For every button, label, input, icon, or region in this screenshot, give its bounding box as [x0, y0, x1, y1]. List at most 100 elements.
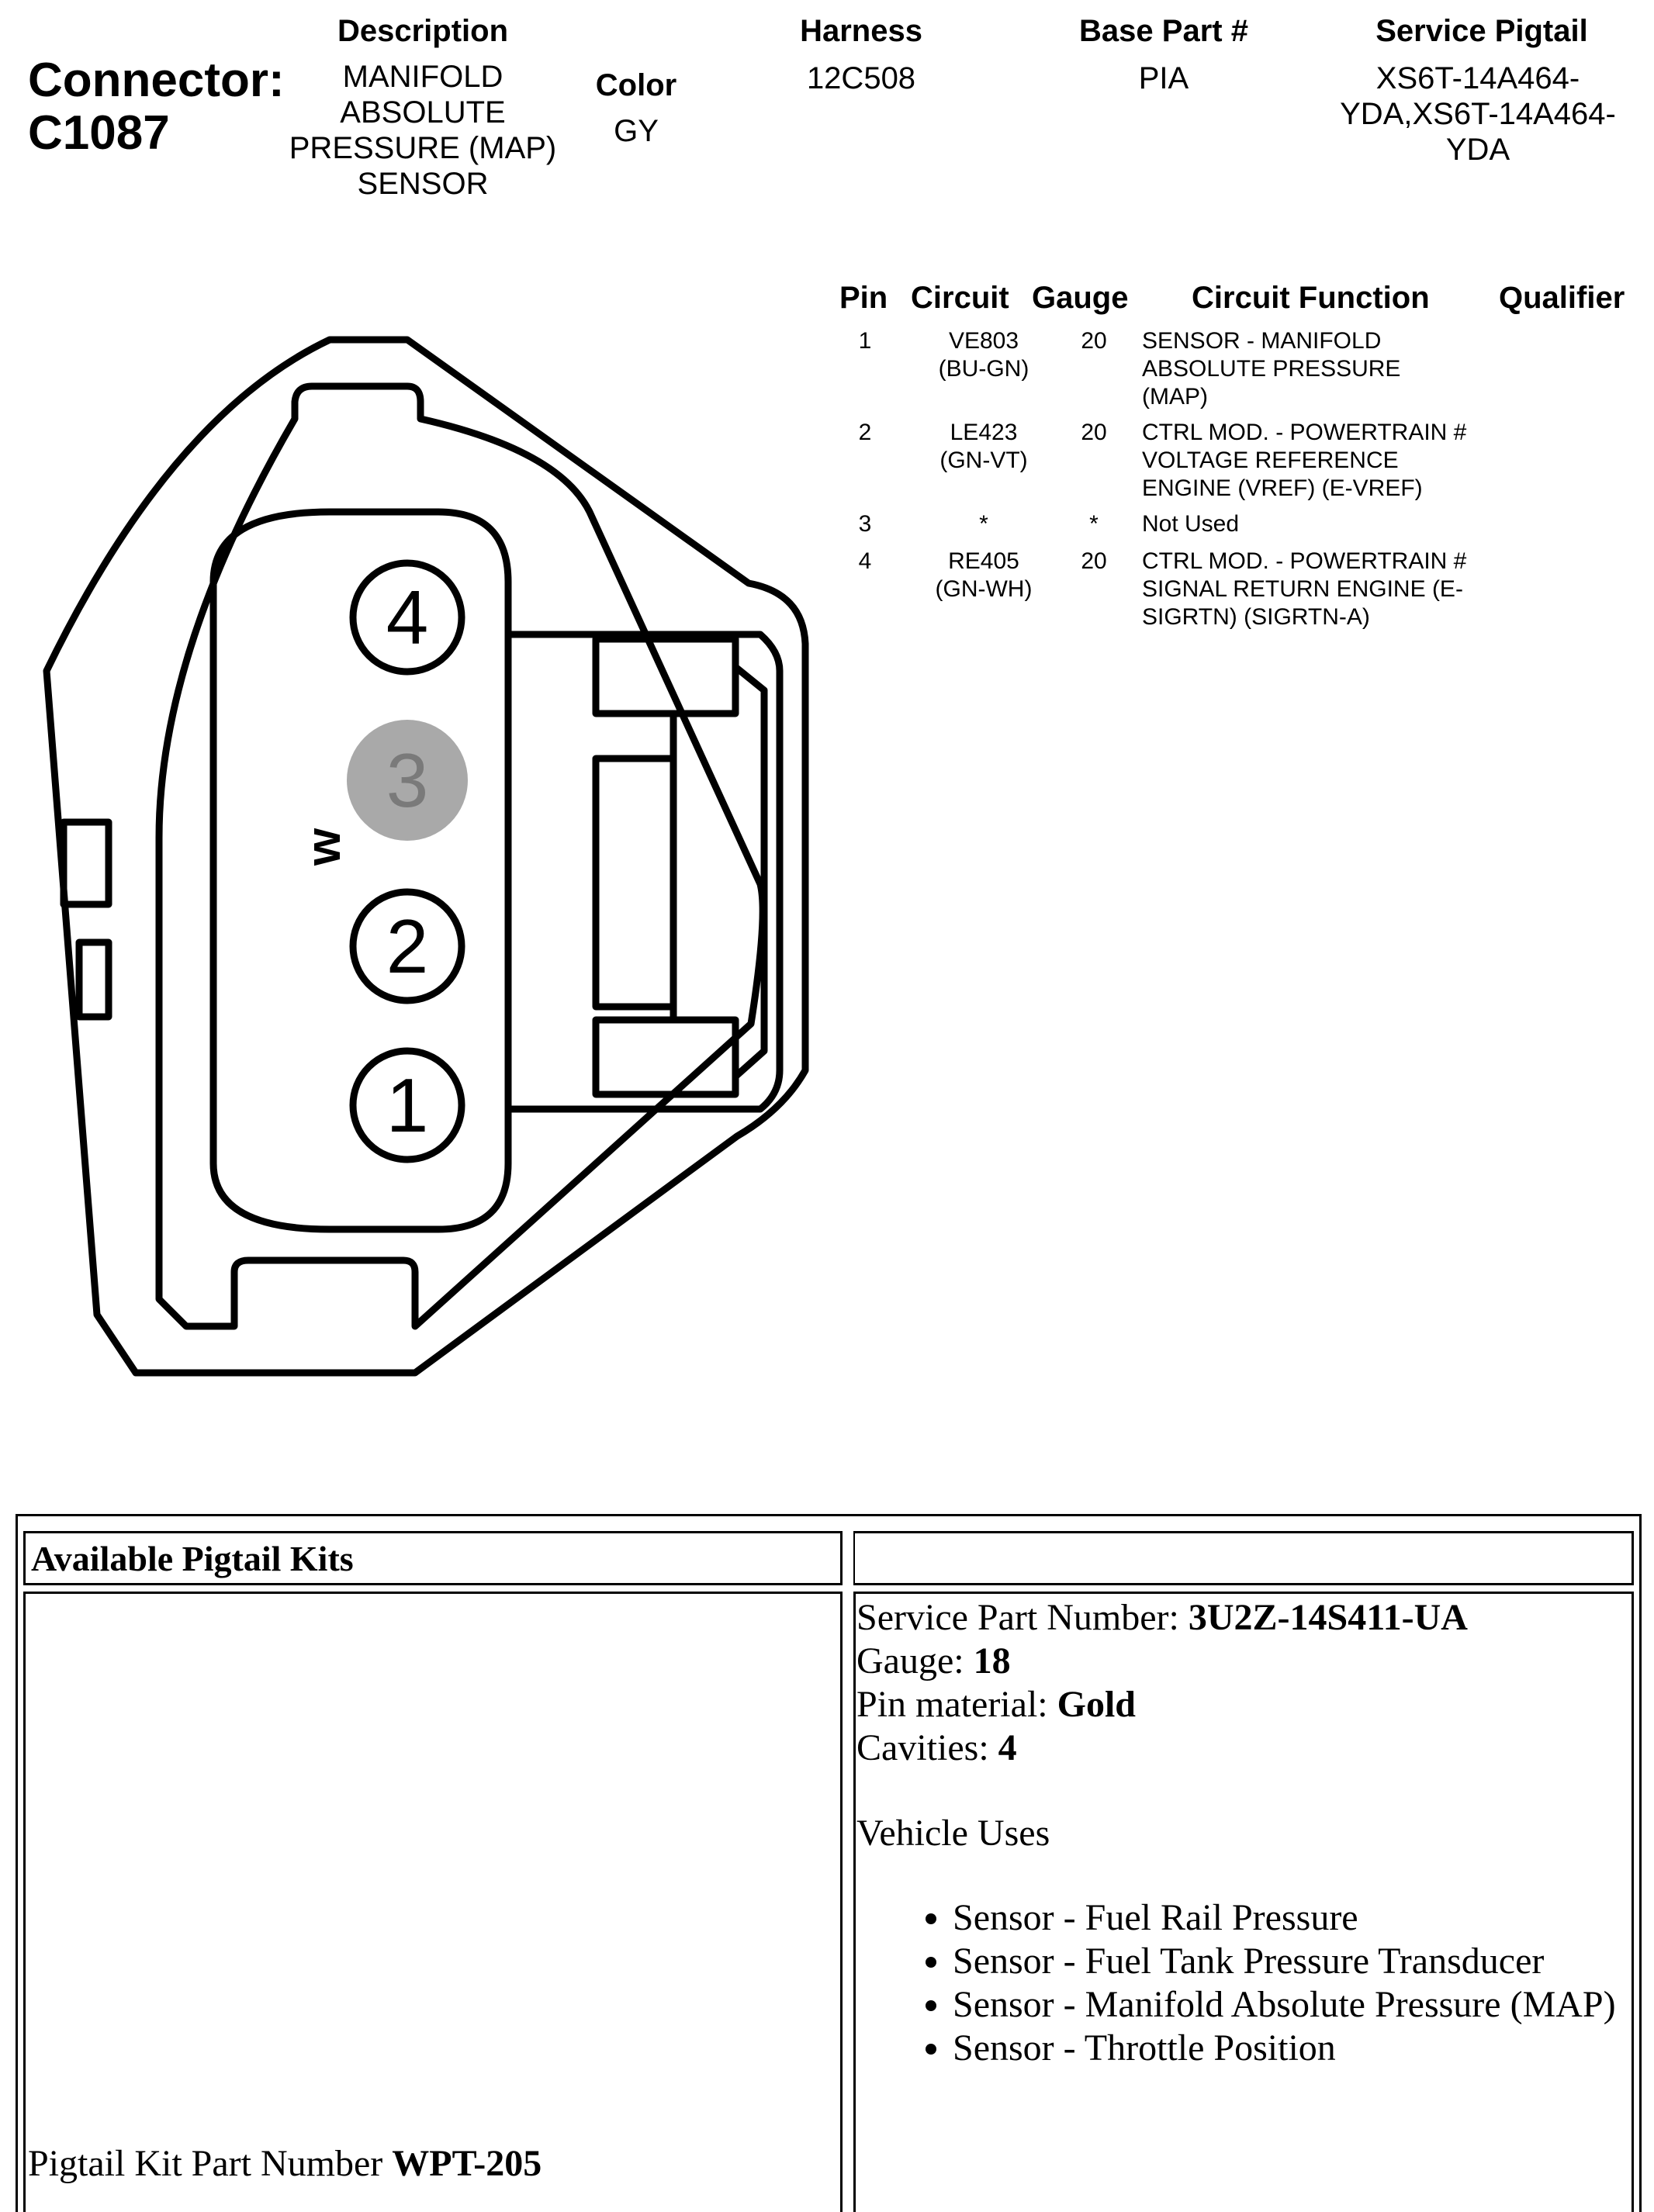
cavity-1: [349, 1047, 465, 1163]
harness-header: Harness: [800, 14, 922, 48]
cavity-2: [349, 888, 465, 1004]
function-line: SIGRTN) (SIGRTN-A): [1142, 604, 1370, 630]
vehicle-use-item: Sensor - Throttle Position: [953, 2027, 1651, 2070]
pin-function: CTRL MOD. - POWERTRAIN # SIGNAL RETURN E…: [1142, 548, 1514, 631]
cavity-4-label: 4: [386, 575, 429, 660]
function-line: CTRL MOD. - POWERTRAIN #: [1142, 548, 1467, 574]
pin-circuit: *: [906, 510, 1061, 538]
pin-circuit: RE405 (GN-WH): [906, 548, 1061, 603]
pin-circuit: VE803 (BU-GN): [906, 327, 1061, 383]
pigtail-table: [16, 1514, 1642, 2212]
pin-function: Not Used: [1142, 510, 1514, 538]
connector-id: C1087: [28, 106, 170, 160]
base-part-header: Base Part #: [1079, 14, 1248, 48]
description-line: ABSOLUTE: [340, 95, 506, 130]
harness-value: 12C508: [806, 61, 916, 95]
service-pigtail-line: XS6T-14A464-: [1375, 61, 1580, 95]
vehicle-uses-list: Sensor - Fuel Rail Pressure Sensor - Fue…: [892, 1896, 1651, 2070]
pin-number: 1: [858, 328, 872, 354]
vehicle-uses-label: Vehicle Uses: [856, 1813, 1050, 1854]
description-header: Description: [337, 14, 509, 48]
side-slot-upper: [60, 818, 112, 908]
function-line: SIGNAL RETURN ENGINE (E-: [1142, 576, 1463, 602]
service-pigtail-line: YDA: [1445, 133, 1510, 167]
service-part-value: 3U2Z-14S411-UA: [1188, 1597, 1468, 1638]
pin-number: 2: [858, 420, 872, 445]
circuit-column-header: Circuit: [911, 281, 1009, 315]
circuit-code: RE405: [948, 548, 1019, 574]
function-line: ABSOLUTE PRESSURE: [1142, 356, 1401, 382]
cavity-3-unused: [347, 720, 468, 841]
pin-material-label: Pin material:: [856, 1684, 1057, 1725]
pigtail-gauge: Gauge: 18: [856, 1640, 1011, 1682]
pigtail-kit-label: Pigtail Kit Part Number: [28, 2143, 393, 2184]
connector-face-diagram: 3 4 2 1 w: [43, 336, 809, 1377]
pigtail-section-title: Available Pigtail Kits: [31, 1539, 354, 1578]
circuit-color: (GN-VT): [939, 448, 1028, 473]
description-value: MANIFOLD ABSOLUTE PRESSURE (MAP) SENSOR: [268, 59, 578, 202]
pin-row: 1 VE803 (BU-GN) 20 SENSOR - MANIFOLD ABS…: [830, 327, 1652, 413]
service-part-label: Service Part Number:: [856, 1597, 1189, 1638]
pin-row: 4 RE405 (GN-WH) 20 CTRL MOD. - POWERTRAI…: [830, 548, 1652, 633]
latch-lower-tab: [592, 1016, 739, 1098]
pigtail-kit-value: WPT-205: [392, 2143, 542, 2184]
circuit-color: (GN-WH): [935, 576, 1033, 602]
function-line: (MAP): [1142, 384, 1208, 410]
pin-row: 3 * * Not Used: [830, 510, 1652, 596]
latch-center-slot: [592, 755, 677, 1011]
cavity-3-label: 3: [386, 738, 429, 823]
function-line: VOLTAGE REFERENCE: [1142, 448, 1399, 473]
latch-rail: [670, 663, 768, 1080]
side-slot-lower: [75, 938, 112, 1021]
cavity-block: [209, 508, 512, 1233]
description-line: SENSOR: [357, 167, 489, 201]
pin-function: SENSOR - MANIFOLD ABSOLUTE PRESSURE (MAP…: [1142, 327, 1514, 411]
qualifier-column-header: Qualifier: [1499, 281, 1625, 315]
pigtail-title-cell: [23, 1531, 843, 1585]
pigtail-spec-cell: [853, 1592, 1634, 2212]
circuit-code: *: [979, 511, 988, 537]
function-line: CTRL MOD. - POWERTRAIN #: [1142, 420, 1467, 445]
cavity-2-label: 2: [386, 904, 429, 989]
circuit-code: VE803: [948, 328, 1019, 354]
pin-gauge: 20: [1081, 420, 1107, 445]
pin-function: CTRL MOD. - POWERTRAIN # VOLTAGE REFEREN…: [1142, 419, 1514, 503]
service-pigtail-value: XS6T-14A464- YDA,XS6T-14A464- YDA: [1303, 60, 1652, 168]
cavities: Cavities: 4: [856, 1726, 1017, 1769]
connector-label: Connector:: [28, 54, 285, 107]
vehicle-use-item: Sensor - Fuel Tank Pressure Transducer: [953, 1940, 1651, 1983]
housing-outline: [43, 336, 809, 1377]
connector-title: Connector: C1087: [28, 54, 285, 160]
vehicle-use-item: Sensor - Fuel Rail Pressure: [953, 1896, 1651, 1940]
color-header: Color: [595, 68, 677, 102]
pin-number: 4: [858, 548, 872, 574]
pigtail-gauge-label: Gauge:: [856, 1640, 974, 1681]
base-part-value: PIA: [1138, 61, 1189, 95]
function-line: SENSOR - MANIFOLD: [1142, 328, 1382, 354]
pin-gauge: 20: [1081, 548, 1107, 574]
pigtail-kit-number: Pigtail Kit Part Number WPT-205: [28, 2142, 542, 2185]
pigtail-header-empty-cell: [853, 1531, 1634, 1585]
cavity-1-label: 1: [386, 1063, 429, 1148]
function-line: ENGINE (VREF) (E-VREF): [1142, 475, 1423, 501]
service-pigtail-header: Service Pigtail: [1375, 14, 1588, 48]
pin-material-value: Gold: [1057, 1684, 1136, 1725]
function-column-header: Circuit Function: [1192, 281, 1430, 315]
pin-material: Pin material: Gold: [856, 1683, 1136, 1726]
latch-frame: [504, 631, 784, 1113]
gauge-column-header: Gauge: [1032, 281, 1129, 315]
pin-column-header: Pin: [839, 281, 888, 315]
latch-upper-tab: [592, 635, 739, 717]
cavities-label: Cavities:: [856, 1727, 998, 1768]
pigtail-gauge-value: 18: [973, 1640, 1011, 1681]
circuit-code: LE423: [950, 420, 1018, 445]
description-line: MANIFOLD: [342, 60, 503, 94]
cavity-4: [349, 559, 465, 676]
pin-number: 3: [858, 511, 872, 537]
pigtail-kit-cell: [23, 1592, 843, 2212]
service-pigtail-line: YDA,XS6T-14A464-: [1340, 97, 1616, 131]
description-line: PRESSURE (MAP): [289, 131, 557, 165]
circuit-color: (BU-GN): [938, 356, 1029, 382]
cavities-value: 4: [998, 1727, 1017, 1768]
pin-row: 2 LE423 (GN-VT) 20 CTRL MOD. - POWERTRAI…: [830, 419, 1652, 504]
